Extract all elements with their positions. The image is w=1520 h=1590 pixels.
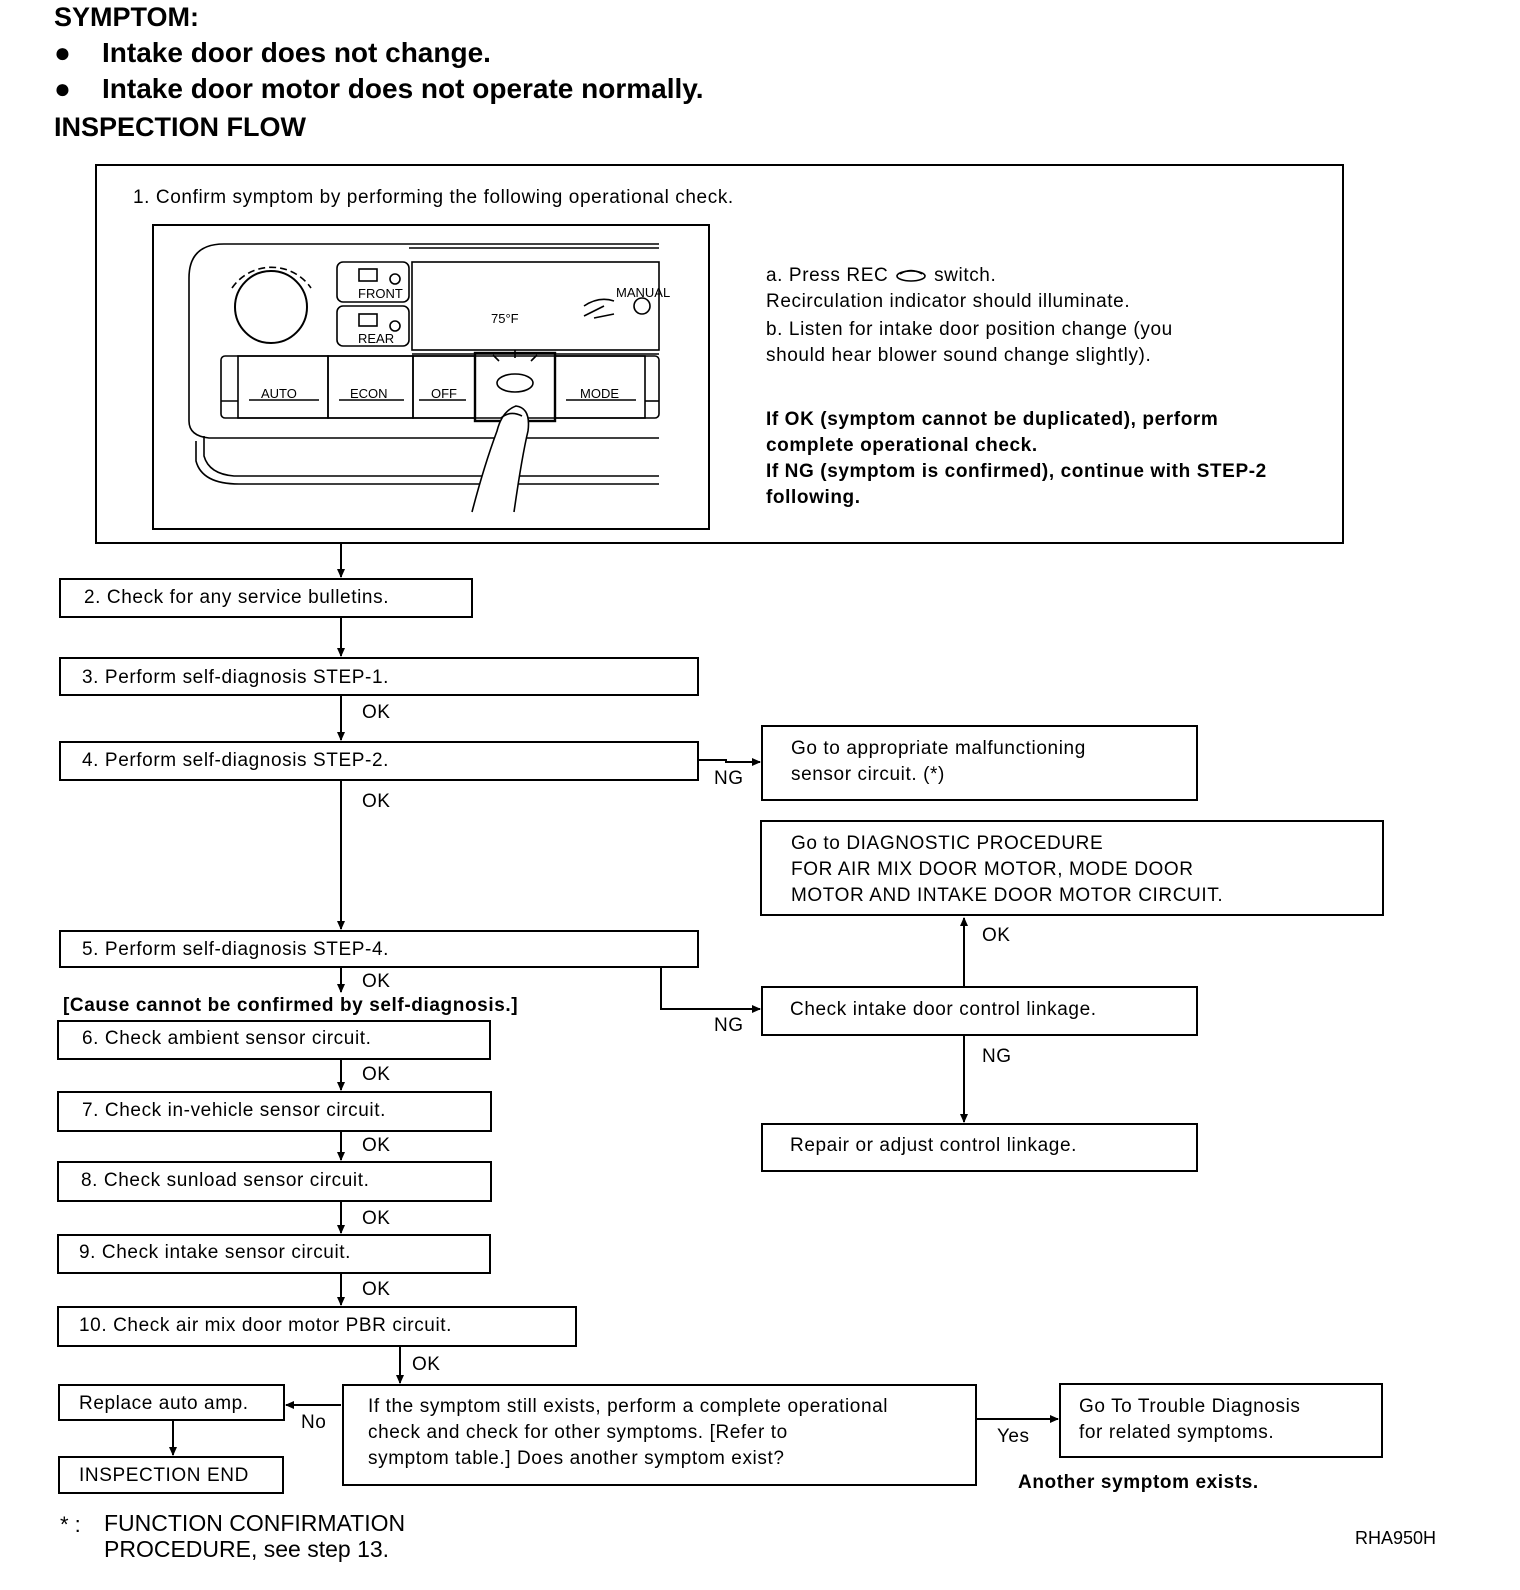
step2-text: 2. Check for any service bulletins.	[84, 587, 390, 608]
step8-text: 8. Check sunload sensor circuit.	[81, 1170, 370, 1191]
question-line2: check and check for other symptoms. [Ref…	[368, 1422, 788, 1443]
symptom-bullet-1: Intake door does not change.	[102, 37, 491, 68]
malf-line2: sensor circuit. (*)	[791, 764, 945, 785]
step9-text: 9. Check intake sensor circuit.	[79, 1242, 352, 1263]
ok-label-10: OK	[412, 1354, 441, 1375]
step6-text: 6. Check ambient sensor circuit.	[82, 1028, 372, 1049]
hvac-panel-drawing: 75°F MANUAL FRONT REAR AUTO ECON OFF MOD…	[188, 243, 670, 513]
inspection-flow-title: INSPECTION FLOW	[54, 112, 306, 142]
inspection-end-box	[58, 1456, 284, 1494]
ok-label-6: OK	[362, 1064, 391, 1085]
cause-note: [Cause cannot be confirmed by self-diagn…	[63, 995, 519, 1016]
footnote-star: * :	[60, 1512, 81, 1537]
ok-label-7: OK	[362, 1135, 391, 1156]
linkage-box	[761, 986, 1198, 1036]
ng-label-linkage: NG	[982, 1046, 1012, 1067]
trouble-line1: Go To Trouble Diagnosis	[1079, 1396, 1301, 1417]
ok-label-5: OK	[362, 971, 391, 992]
question-line3: symptom table.] Does another symptom exi…	[368, 1448, 785, 1469]
inspection-end-text: INSPECTION END	[79, 1465, 249, 1486]
panel-btn-econ: ECON	[350, 386, 388, 401]
step9-box	[57, 1234, 491, 1274]
instr-b-line2: should hear blower sound change slightly…	[766, 345, 1152, 366]
bullet-dot-2: ●	[54, 73, 71, 104]
replace-box	[58, 1384, 285, 1421]
arrow-5-linkage	[660, 968, 761, 1013]
ok-label-9: OK	[362, 1279, 391, 1300]
step10-text: 10. Check air mix door motor PBR circuit…	[79, 1315, 453, 1336]
ok-label-3: OK	[362, 702, 391, 723]
step4-text: 4. Perform self-diagnosis STEP-2.	[82, 750, 390, 771]
panel-temp-text: 75°F	[491, 311, 519, 326]
diagnostic-procedure-box	[760, 820, 1384, 916]
panel-manual-text: MANUAL	[616, 285, 670, 300]
step5-box	[59, 930, 699, 968]
step7-box	[57, 1091, 492, 1132]
panel-btn-auto: AUTO	[261, 386, 297, 401]
question-box	[342, 1384, 977, 1486]
panel-rear-text: REAR	[358, 331, 394, 346]
malf-line1: Go to appropriate malfunctioning	[791, 738, 1086, 759]
arrow-4-malf	[698, 758, 761, 766]
panel-btn-off: OFF	[431, 386, 457, 401]
step3-box	[59, 657, 699, 696]
instr-a-line2: Recirculation indicator should illuminat…	[766, 291, 1131, 312]
step2-box	[59, 578, 473, 618]
yes-label: Yes	[997, 1426, 1030, 1447]
step10-box	[57, 1306, 577, 1347]
ok-label-4: OK	[362, 791, 391, 812]
diag-line3: MOTOR AND INTAKE DOOR MOTOR CIRCUIT.	[791, 885, 1224, 906]
instr-b-line1: b. Listen for intake door position chang…	[766, 319, 1173, 340]
replace-text: Replace auto amp.	[79, 1393, 249, 1414]
figure-code: RHA950H	[1355, 1528, 1437, 1548]
ok-label-8: OK	[362, 1208, 391, 1229]
another-symptom-note: Another symptom exists.	[1018, 1472, 1259, 1493]
symptom-title: SYMPTOM:	[54, 2, 200, 32]
ok-label-linkage: OK	[982, 925, 1011, 946]
control-panel-illustration: 75°F MANUAL FRONT REAR AUTO ECON OFF MOD…	[152, 224, 710, 530]
step4-box	[59, 741, 699, 781]
ng-label-4: NG	[714, 768, 744, 789]
bullet-dot-1: ●	[54, 37, 71, 68]
step5-text: 5. Perform self-diagnosis STEP-4.	[82, 939, 390, 960]
step6-box	[57, 1020, 491, 1060]
footnote-line2: PROCEDURE, see step 13.	[104, 1536, 390, 1562]
malfunction-box	[761, 725, 1198, 801]
repair-text: Repair or adjust control linkage.	[790, 1135, 1077, 1156]
diag-line2: FOR AIR MIX DOOR MOTOR, MODE DOOR	[791, 859, 1194, 880]
rec-switch-icon	[894, 267, 928, 283]
no-label: No	[301, 1412, 327, 1433]
repair-box	[761, 1123, 1198, 1172]
question-line1: If the symptom still exists, perform a c…	[368, 1396, 889, 1417]
step3-text: 3. Perform self-diagnosis STEP-1.	[82, 667, 390, 688]
ok-line1: If OK (symptom cannot be duplicated), pe…	[766, 409, 1219, 430]
ng-line1: If NG (symptom is confirmed), continue w…	[766, 461, 1267, 482]
linkage-text: Check intake door control linkage.	[790, 999, 1097, 1020]
step8-box	[57, 1161, 492, 1202]
ng-label-5: NG	[714, 1015, 744, 1036]
panel-front-text: FRONT	[358, 286, 403, 301]
ok-line2: complete operational check.	[766, 435, 1038, 456]
instr-a-line1: a. Press REC switch.	[766, 265, 996, 287]
symptom-bullet-2: Intake door motor does not operate norma…	[102, 73, 704, 104]
step1-title: 1. Confirm symptom by performing the fol…	[133, 187, 734, 208]
instr-a-text: a. Press REC	[766, 265, 889, 286]
panel-btn-mode: MODE	[580, 386, 619, 401]
ng-line2: following.	[766, 487, 861, 508]
footnote-line1: FUNCTION CONFIRMATION	[104, 1510, 406, 1536]
instr-a-switch: switch.	[934, 265, 997, 286]
diag-line1: Go to DIAGNOSTIC PROCEDURE	[791, 833, 1104, 854]
trouble-line2: for related symptoms.	[1079, 1422, 1275, 1443]
trouble-diagnosis-box	[1059, 1383, 1383, 1458]
step7-text: 7. Check in-vehicle sensor circuit.	[82, 1100, 386, 1121]
